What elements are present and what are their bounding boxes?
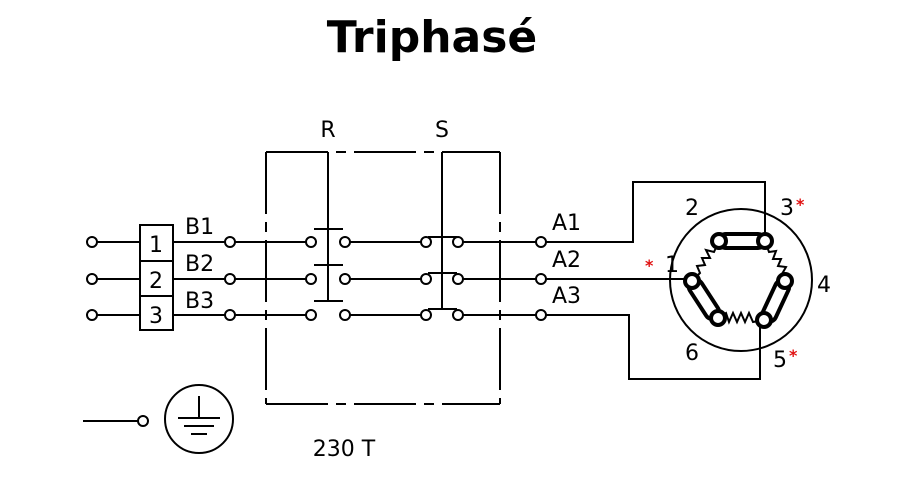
motor-terminal-3: 3 <box>780 196 794 221</box>
input-terminal-1 <box>86 236 98 248</box>
terminal-block-label-1: 1 <box>149 233 163 258</box>
motor-links <box>686 232 792 324</box>
marker-terminal-1: * <box>645 256 654 275</box>
label-a3: A3 <box>552 284 581 309</box>
label-b3: B3 <box>185 289 214 314</box>
terminal-block-label-3: 3 <box>149 304 163 329</box>
label-a2: A2 <box>552 248 581 273</box>
label-s: S <box>435 118 449 143</box>
motor-housing <box>669 208 813 352</box>
input-terminal-3 <box>86 309 98 321</box>
motor-windings <box>691 240 788 325</box>
b-to-r-wires <box>235 241 306 316</box>
input-terminal-2 <box>86 273 98 285</box>
run-switch: R <box>305 118 351 321</box>
model-label: 230 T <box>313 437 376 462</box>
ground <box>83 384 234 454</box>
motor-terminal-1: 1 <box>665 253 679 278</box>
terminal-a3 <box>535 309 547 321</box>
motor-terminals <box>683 232 794 329</box>
a-to-motor-wires <box>546 181 766 380</box>
terminal-b2 <box>224 273 236 285</box>
page-title: Triphasé <box>327 12 538 63</box>
marker-terminal-5: * <box>789 346 798 365</box>
start-switch: S <box>420 118 464 321</box>
label-b2: B2 <box>185 252 214 277</box>
terminal-b3 <box>224 309 236 321</box>
terminal-block-label-2: 2 <box>149 269 163 294</box>
terminal-a2 <box>535 273 547 285</box>
b-side: B1 B2 B3 <box>173 215 236 321</box>
ground-terminal <box>137 415 149 427</box>
terminal-a1 <box>535 236 547 248</box>
a-side: A1 A2 A3 <box>535 211 581 321</box>
motor-terminal-5: 5 <box>773 348 787 373</box>
motor-terminal-2: 2 <box>685 196 699 221</box>
earth-ground-icon <box>164 384 234 454</box>
motor-terminal-6: 6 <box>685 341 699 366</box>
terminal-b1 <box>224 236 236 248</box>
label-r: R <box>320 118 335 143</box>
marker-terminal-3: * <box>796 195 805 214</box>
terminal-block: 1 2 3 <box>139 224 174 331</box>
motor-terminal-4: 4 <box>817 273 831 298</box>
label-a1: A1 <box>552 211 581 236</box>
r-to-s-wires <box>350 241 421 316</box>
label-b1: B1 <box>185 215 214 240</box>
input-lines <box>86 236 140 321</box>
motor: 1 2 3 4 5 6 * * * <box>645 195 831 373</box>
s-to-a-wires <box>463 241 536 316</box>
